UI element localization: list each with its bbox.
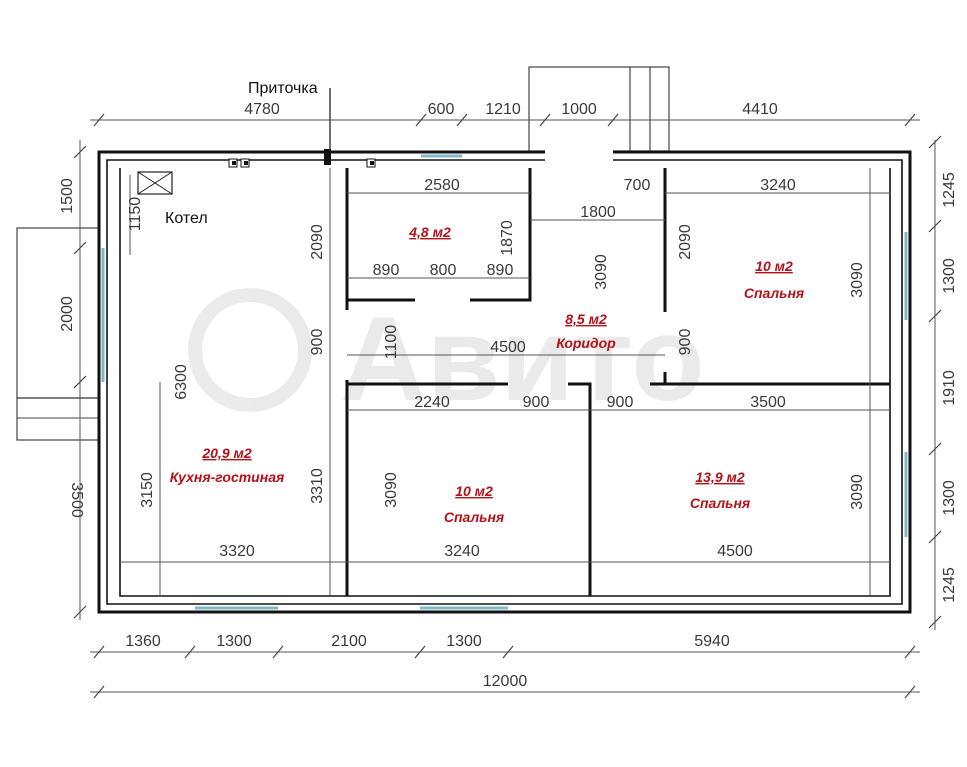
room-area-bedroom-3: 13,9 м2 [695, 469, 744, 485]
dim-br2-height: 3090 [383, 472, 400, 508]
dim-br3-top: 3500 [750, 394, 786, 411]
boiler-label: Котел [165, 210, 208, 227]
dim-corridor-top: 700 [624, 177, 651, 194]
boiler-symbol [137, 171, 173, 195]
dim-kitchen-v1: 2090 [309, 224, 326, 260]
dim-bath-width: 2580 [424, 177, 460, 194]
dim-left-2: 2000 [59, 296, 76, 332]
dim-right-3: 1910 [941, 370, 958, 406]
dim-top-2: 600 [428, 101, 455, 118]
dim-bath-height: 1870 [499, 220, 516, 256]
interior-walls [345, 168, 890, 596]
room-name-kitchen: Кухня-гостиная [170, 469, 284, 485]
dim-corridor-width: 1800 [580, 204, 616, 221]
dim-kitchen-height: 6300 [173, 364, 190, 400]
dim-kitchen-width: 3320 [219, 543, 255, 560]
watermark-logo: Авито [188, 288, 705, 426]
outer-walls [97, 150, 912, 614]
room-area-bathroom: 4,8 м2 [408, 224, 451, 240]
dim-right-2: 1300 [941, 258, 958, 294]
room-name-bedroom-1: Спальня [744, 285, 804, 301]
dim-kitchen-v2: 900 [309, 329, 326, 356]
dim-right-5: 1245 [941, 567, 958, 603]
dim-br2-top: 2240 [414, 394, 450, 411]
dim-left-1: 1500 [59, 178, 76, 214]
dim-top-3: 1210 [485, 101, 521, 118]
dim-right-4: 1300 [941, 480, 958, 516]
dim-br1-right: 3090 [849, 262, 866, 298]
dim-right-1: 1245 [941, 172, 958, 208]
dim-br3-width: 4500 [717, 543, 753, 560]
dim-bottom-2: 1300 [216, 633, 252, 650]
dim-bottom-3: 2100 [331, 633, 367, 650]
dim-total: 12000 [483, 673, 528, 690]
room-area-kitchen: 20,9 м2 [201, 445, 251, 461]
inlet-label: Приточка [248, 80, 318, 97]
dim-br1-left: 2090 [677, 224, 694, 260]
svg-text:Авито: Авито [340, 292, 705, 426]
dim-hall-opening: 1100 [383, 325, 400, 360]
socket-icon [228, 158, 376, 168]
dim-kitchen-boiler: 1150 [127, 197, 144, 232]
dimension-lines [79, 119, 936, 693]
entrance-porch [528, 66, 670, 160]
dimension-ticks [73, 113, 942, 699]
dim-br2-door: 900 [523, 394, 550, 411]
dim-br2-width: 3240 [444, 543, 480, 560]
left-porch [16, 227, 100, 441]
dim-bath-split-1: 890 [373, 262, 400, 279]
dim-bottom-4: 1300 [446, 633, 482, 650]
dim-br3-door: 900 [607, 394, 634, 411]
room-name-bedroom-3: Спальня [690, 495, 750, 511]
dim-top-1: 4780 [244, 101, 280, 118]
dim-corridor-length: 4500 [490, 339, 526, 356]
dim-bottom-5: 5940 [694, 633, 730, 650]
dim-top-5: 4410 [742, 101, 778, 118]
dim-bottom-1: 1360 [125, 633, 161, 650]
dim-br1-width: 3240 [760, 177, 796, 194]
room-area-bedroom-2: 10 м2 [455, 483, 493, 499]
room-name-corridor: Коридор [556, 335, 616, 351]
dim-kitchen-lower: 3150 [139, 472, 156, 508]
room-name-bedroom-2: Спальня [444, 509, 504, 525]
dim-corridor-height: 3090 [593, 254, 610, 290]
dim-left-3: 3500 [68, 482, 85, 518]
dim-bath-split-3: 890 [487, 262, 514, 279]
dim-kitchen-right: 3310 [309, 468, 326, 504]
dim-bath-split-2: 800 [430, 262, 457, 279]
room-area-bedroom-1: 10 м2 [755, 258, 793, 274]
inlet-marker [324, 88, 331, 165]
dim-top-4: 1000 [561, 101, 597, 118]
room-area-corridor: 8,5 м2 [565, 311, 607, 327]
windows [101, 154, 908, 610]
dim-br1-door: 900 [677, 329, 694, 356]
dim-br3-height: 3090 [849, 474, 866, 510]
